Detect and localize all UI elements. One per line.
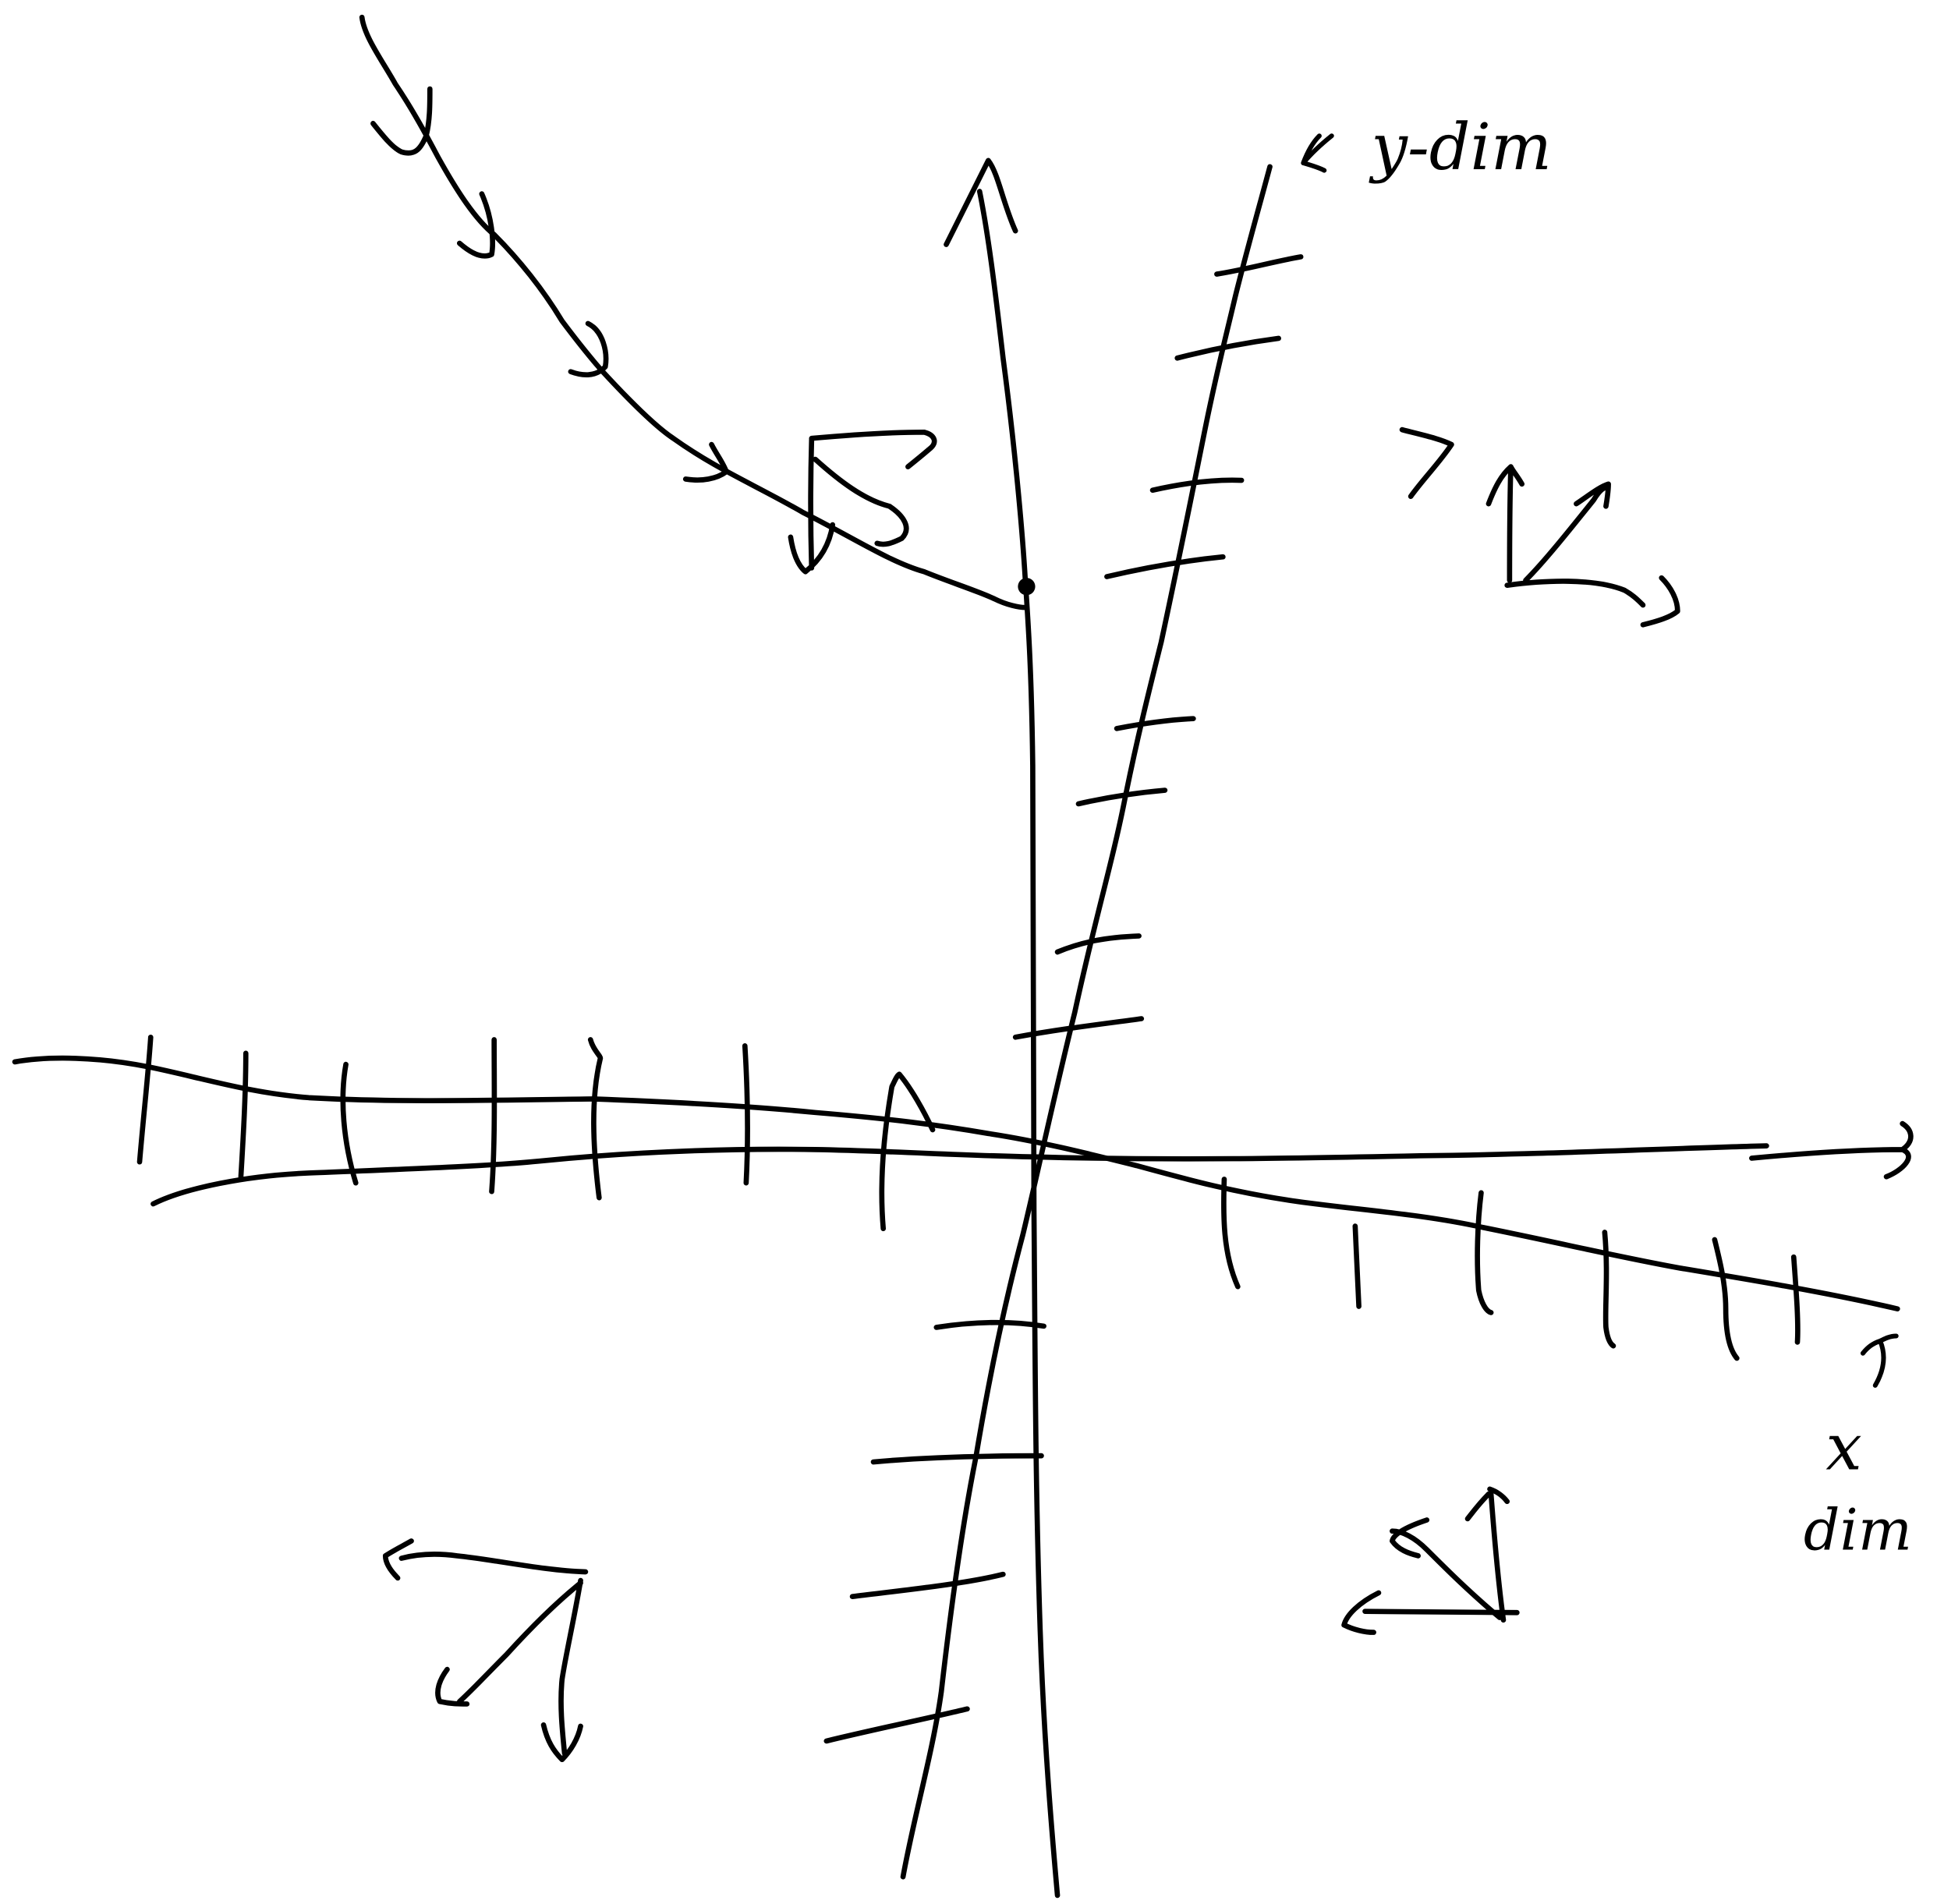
left-arrow-icon <box>1341 1590 1520 1635</box>
warped-y-tick-10 <box>870 1453 1044 1465</box>
warped-x-axis <box>12 1034 1900 1361</box>
x-axis-letter: x <box>1825 1411 1861 1485</box>
warped-y-tick-1 <box>1214 254 1304 277</box>
y-dim-pointer-arrow <box>1301 133 1334 173</box>
warped-x-tick-13 <box>1790 1254 1801 1345</box>
trajectory-chevron-4 <box>682 441 729 483</box>
warped-x-tick-2 <box>238 1050 249 1180</box>
warped-y-tick-7 <box>1054 933 1142 955</box>
warped-x-tick-3 <box>340 1061 359 1186</box>
warped-x-tick-12 <box>1712 1237 1740 1361</box>
y-dim-label: y-dim <box>1301 111 1552 185</box>
chevron-right-icon <box>1399 426 1454 499</box>
trajectory-curve <box>359 14 1036 610</box>
trajectory-chevron-2 <box>456 191 495 259</box>
down-arrow-icon <box>540 1577 583 1763</box>
y-dim-text: y-dim <box>1368 111 1552 185</box>
warped-y-tick-2 <box>1174 335 1281 361</box>
trajectory-endpoint-dot <box>1018 578 1036 596</box>
x-dim-pointer-arrow <box>1860 1333 1899 1388</box>
vertical-axis-arrowhead <box>944 157 1018 247</box>
up-arrow-icon <box>1464 1486 1510 1623</box>
warped-y-tick-11 <box>849 1571 1006 1599</box>
left-arrow-icon <box>382 1538 589 1581</box>
trajectory-chevron-1 <box>370 86 433 156</box>
up-arrow-icon <box>1486 464 1525 583</box>
x-dim-label: x dim <box>1804 1333 1912 1564</box>
right-arrow-icon <box>1504 575 1680 628</box>
vector-glyph-upper-middle <box>788 429 937 575</box>
vector-glyph-lower-right <box>1341 1486 1520 1635</box>
warped-y-tick-5 <box>1114 716 1196 731</box>
warped-x-tick-8 <box>1220 1177 1241 1290</box>
warped-y-tick-8 <box>1012 1016 1145 1040</box>
trajectory-chevron-3 <box>568 320 609 377</box>
warped-x-tick-1 <box>136 1034 154 1165</box>
warped-y-axis <box>823 164 1304 1880</box>
warped-x-tick-6 <box>742 1043 750 1186</box>
diagonal-arrow-icon <box>1390 1517 1503 1620</box>
warped-x-tick-4 <box>489 1037 498 1194</box>
warped-y-tick-9 <box>933 1319 1046 1330</box>
down-left-arrow-icon <box>435 1580 583 1707</box>
warped-y-tick-4 <box>1104 554 1226 579</box>
warped-x-tick-7 <box>879 1071 936 1232</box>
diagonal-arrow-icon <box>1523 481 1611 583</box>
horizontal-axis-arrowhead <box>1749 1120 1914 1180</box>
vector-glyph-upper-right <box>1399 426 1680 628</box>
warped-y-tick-3 <box>1149 477 1245 494</box>
vector-glyph-lower-left <box>382 1538 589 1763</box>
warped-x-tick-11 <box>1602 1230 1617 1349</box>
dim-text: dim <box>1804 1498 1912 1564</box>
warped-y-tick-6 <box>1075 787 1168 807</box>
warped-x-tick-9 <box>1352 1223 1362 1309</box>
warped-x-tick-10 <box>1475 1190 1494 1315</box>
vertical-axis <box>944 157 1061 1899</box>
warped-x-tick-5 <box>587 1037 604 1201</box>
warped-y-tick-12 <box>823 1706 970 1744</box>
